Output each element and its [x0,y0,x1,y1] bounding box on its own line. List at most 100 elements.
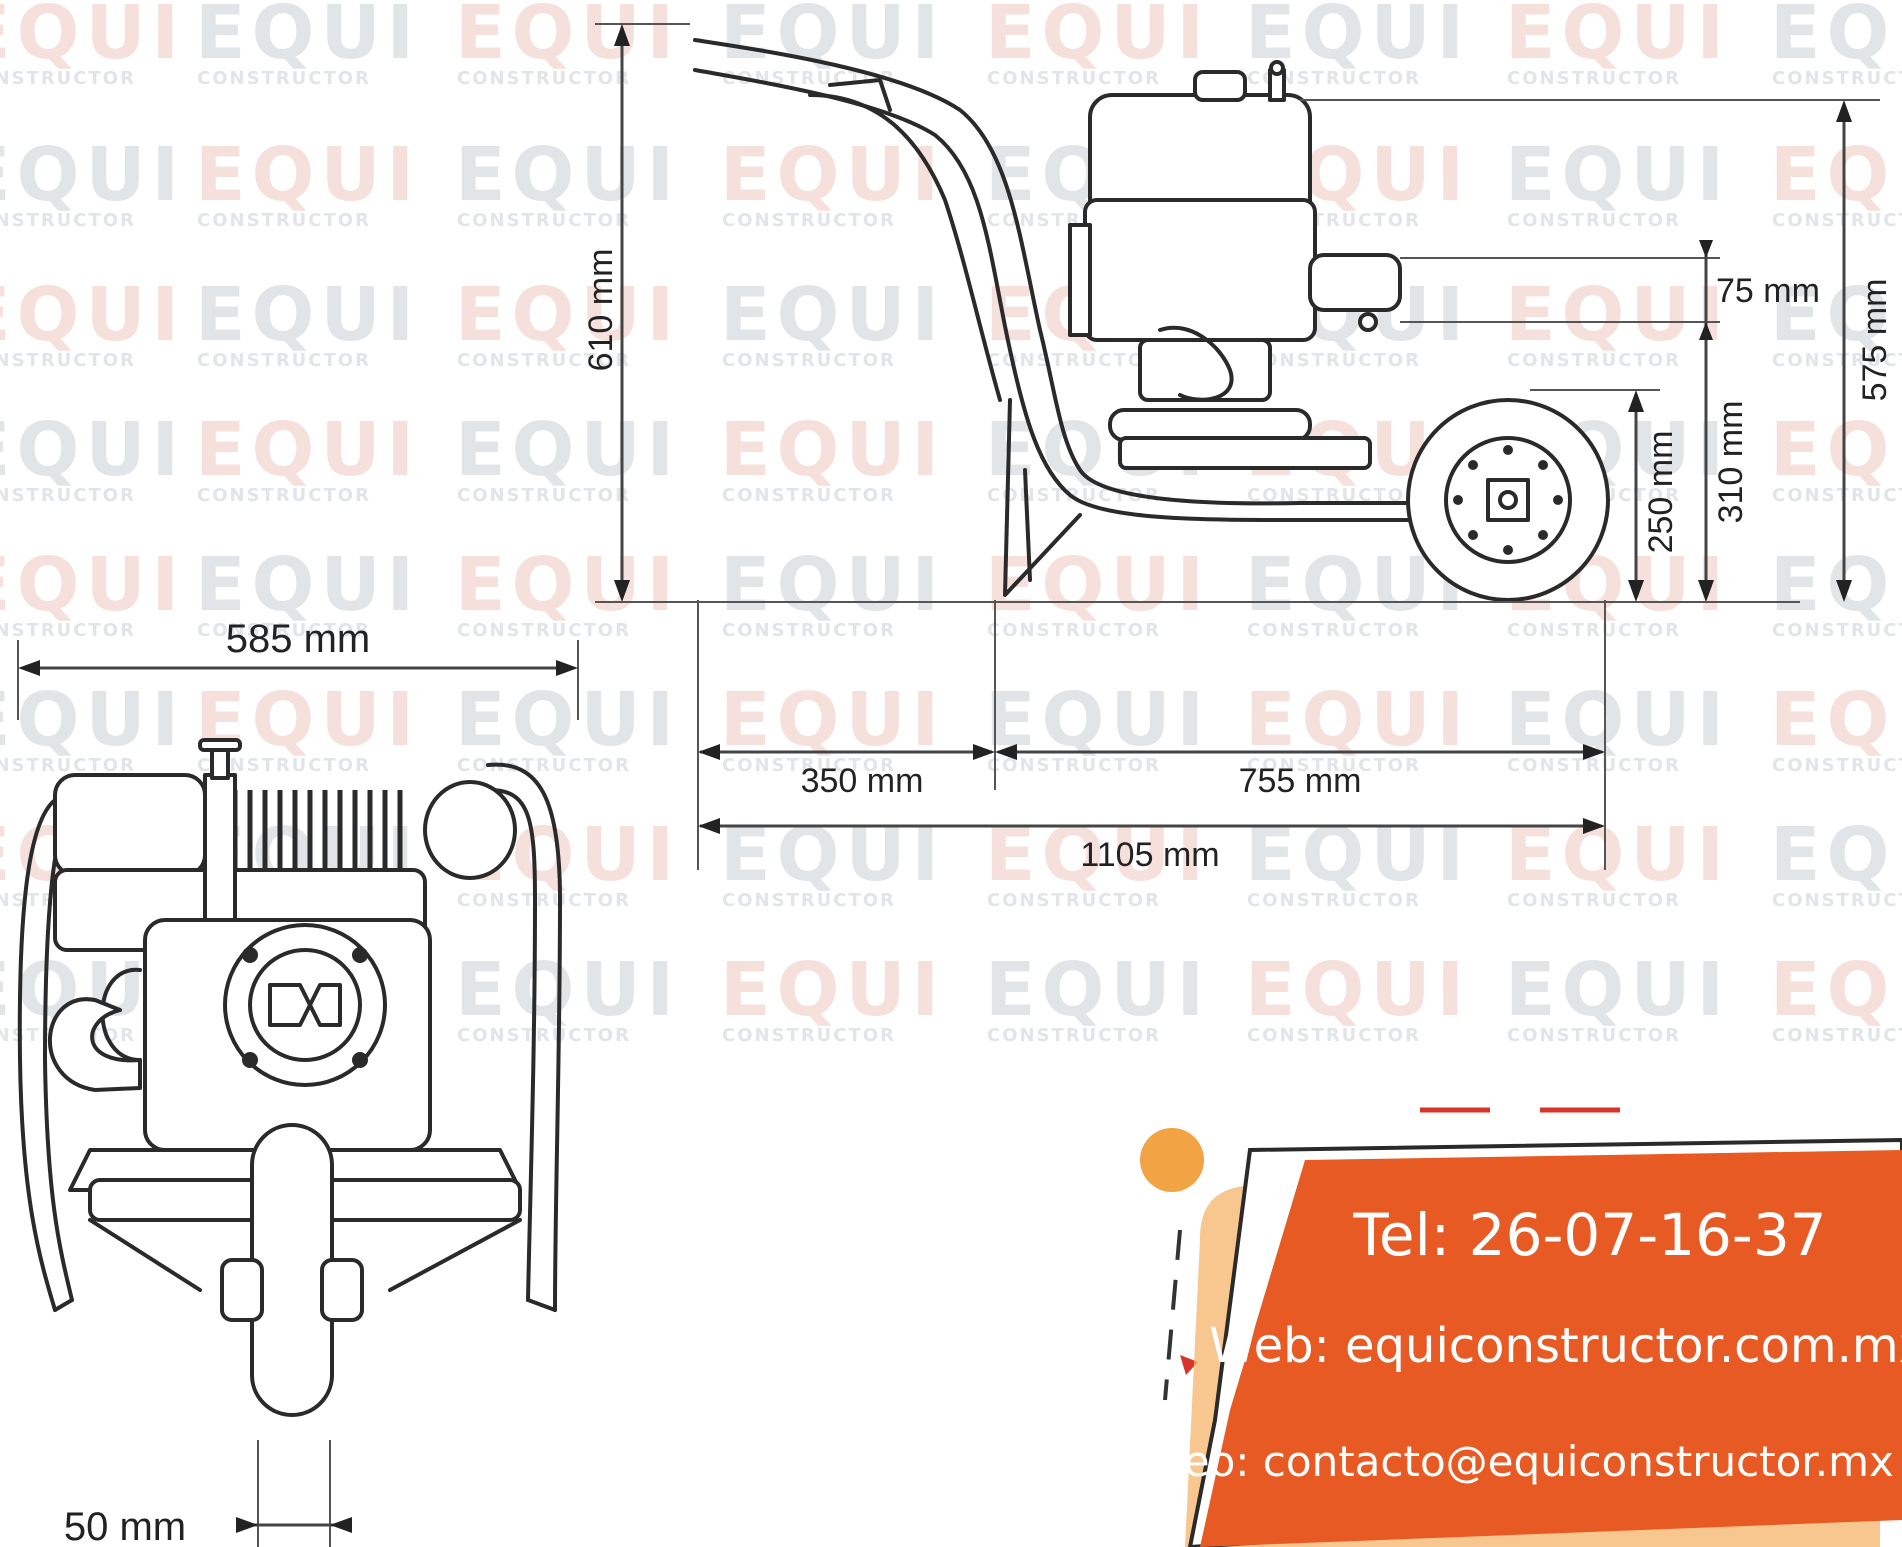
watermark-logo-text: EQUI [1505,0,1730,76]
watermark-sub-text: CONSTRUCTOR [0,210,136,231]
watermark-logo-text: EQUI [1770,0,1902,76]
watermark-logo-text: EQUI [720,407,945,493]
watermark-sub-text: CONSTRUCTOR [197,485,371,506]
watermark-logo-text: EQUI [455,132,680,218]
contact-card: Tel: 26-07-16-37 Web: equiconstructor.co… [1102,1107,1902,1547]
watermark-sub-text: CONSTRUCTOR [0,350,136,371]
dim-wheel-width-label: 50 mm [64,1505,186,1547]
watermark-sub-text: CONSTRUCTOR [1772,350,1902,371]
watermark-sub-text: CONSTRUCTOR [0,485,136,506]
watermark-sub-text: CONSTRUCTOR [1247,68,1421,89]
watermark-sub-text: CONSTRUCTOR [1772,1025,1902,1046]
watermark-logo-text: EQUI [1245,677,1470,763]
watermark-sub-text: CONSTRUCTOR [1772,68,1902,89]
contact-web: Web: equiconstructor.com.mx [1209,1318,1902,1374]
watermark-logo-text: EQUI [1770,132,1902,218]
watermark-logo-text: EQUI [1770,812,1902,898]
dim-exhaust-offset-label: 75 mm [1716,272,1820,310]
watermark-sub-text: CONSTRUCTOR [722,755,896,776]
watermark-sub-text: CONSTRUCTOR [1507,620,1681,641]
watermark-logo-text: EQUI [455,677,680,763]
watermark-sub-text: CONSTRUCTOR [1772,210,1902,231]
watermark-sub-text: CONSTRUCTOR [0,620,136,641]
watermark-logo-text: EQUI [195,542,420,628]
front-view-drawing [17,738,562,1417]
side-view-dimensions: 610 mm 575 mm 75 mm 310 mm 250 mm 350 mm… [582,23,1894,874]
watermark-logo-text: EQUI [0,272,185,358]
watermark-logo-text: EQUI [455,947,680,1033]
watermark-logo-text: EQUI [1505,677,1730,763]
watermark-logo-text: EQUI [0,407,185,493]
dim-front-length-label: 350 mm [801,762,924,800]
watermark-logo-text: EQUI [195,132,420,218]
watermark-logo-text: EQUI [985,947,1210,1033]
watermark-sub-text: CONSTRUCTOR [1247,350,1421,371]
watermark-sub-text: CONSTRUCTOR [1772,620,1902,641]
watermark-sub-text: CONSTRUCTOR [987,68,1161,89]
watermark-logo-text: EQUI [1505,272,1730,358]
watermark-sub-text: CONSTRUCTOR [0,755,136,776]
watermark-sub-text: CONSTRUCTOR [987,890,1161,911]
watermark-logo-text: EQUI [720,132,945,218]
watermark-sub-text: CONSTRUCTOR [987,620,1161,641]
watermark-sub-text: CONSTRUCTOR [1507,210,1681,231]
watermark-sub-text: CONSTRUCTOR [1247,755,1421,776]
watermark-sub-text: CONSTRUCTOR [722,890,896,911]
dim-rear-length-label: 755 mm [1239,762,1362,800]
watermark-sub-text: CONSTRUCTOR [1507,1025,1681,1046]
watermark-logo-text: EQUI [985,0,1210,76]
watermark-sub-text: CONSTRUCTOR [197,350,371,371]
watermark-sub-text: CONSTRUCTOR [457,755,631,776]
watermark-sub-text: CONSTRUCTOR [1507,755,1681,776]
watermark-logo-text: EQUI [1770,947,1902,1033]
dim-height-total-label: 575 mm [1856,279,1894,402]
watermark-logo-text: EQUI [1770,407,1902,493]
watermark-sub-text: CONSTRUCTOR [1247,1025,1421,1046]
watermark-sub-text: CONSTRUCTOR [1772,485,1902,506]
watermark-sub-text: CONSTRUCTOR [987,1025,1161,1046]
watermark-sub-text: CONSTRUCTOR [457,620,631,641]
watermark-logo-text: EQUI [0,677,185,763]
contact-tel: Tel: 26-07-16-37 [1352,1201,1826,1269]
watermark-sub-text: CONSTRUCTOR [457,890,631,911]
watermark-sub-text: CONSTRUCTOR [722,485,896,506]
watermark-logo-text: EQUI [195,0,420,76]
watermark-logo-text: EQUI [195,272,420,358]
watermark-sub-text: CONSTRUCTOR [197,620,371,641]
watermark-logo-text: EQUI [720,272,945,358]
dim-exhaust-height-label: 310 mm [1712,401,1750,524]
dim-wheel-height-label: 250 mm [1642,431,1680,554]
watermark-logo-text: EQUI [1505,132,1730,218]
decorative-dot [1140,1128,1204,1192]
side-view-drawing [693,38,1610,602]
watermark-logo-text: EQUI [1505,947,1730,1033]
